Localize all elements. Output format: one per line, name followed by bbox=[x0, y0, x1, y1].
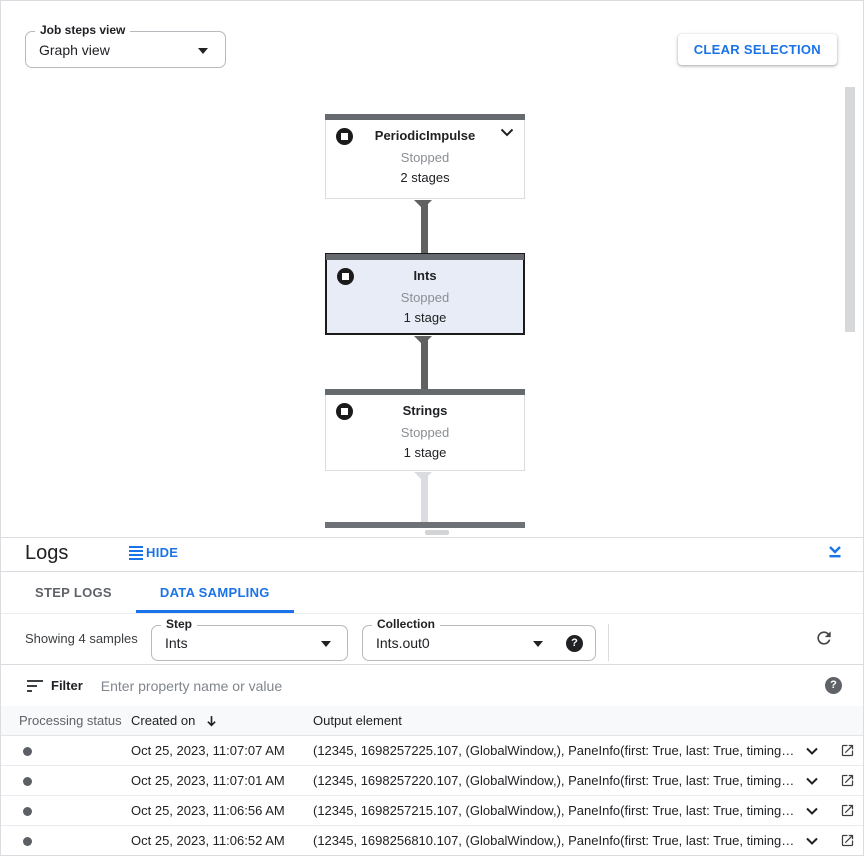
sampling-controls-row: Showing 4 samples Step Ints Collection I… bbox=[1, 614, 863, 664]
table-row[interactable]: Oct 25, 2023, 11:07:07 AM (12345, 169825… bbox=[1, 736, 863, 766]
open-in-new-icon[interactable] bbox=[840, 833, 855, 848]
node-stage-count: 2 stages bbox=[400, 170, 450, 185]
clear-selection-button[interactable]: CLEAR SELECTION bbox=[677, 34, 837, 65]
hide-label: HIDE bbox=[146, 545, 179, 560]
logs-panel: Logs HIDE STEP LOGS DATA SAMPLING Showin… bbox=[1, 537, 863, 855]
edge-periodicimpulse-to-ints bbox=[421, 201, 428, 253]
vertical-divider bbox=[608, 624, 609, 661]
output-element-cell: (12345, 1698257225.107, (GlobalWindow,),… bbox=[313, 743, 795, 758]
edge-arrowhead-icon bbox=[414, 336, 432, 345]
panel-resize-handle[interactable] bbox=[425, 530, 449, 535]
filter-input[interactable] bbox=[100, 677, 825, 694]
step-select-value: Ints bbox=[165, 635, 188, 651]
created-on-cell: Oct 25, 2023, 11:06:52 AM bbox=[131, 833, 285, 848]
job-steps-view-select[interactable]: Job steps view Graph view bbox=[25, 23, 226, 68]
node-top-bar bbox=[325, 114, 525, 120]
node-status: Stopped bbox=[400, 425, 450, 440]
dropdown-arrow-icon bbox=[321, 641, 331, 647]
open-in-new-icon[interactable] bbox=[840, 773, 855, 788]
output-element-cell: (12345, 1698257215.107, (GlobalWindow,),… bbox=[313, 803, 795, 818]
tab-data-sampling[interactable]: DATA SAMPLING bbox=[135, 572, 294, 613]
logs-panel-title: Logs bbox=[25, 542, 69, 564]
logs-tab-bar: STEP LOGS DATA SAMPLING bbox=[1, 572, 863, 614]
created-on-cell: Oct 25, 2023, 11:07:01 AM bbox=[131, 773, 285, 788]
node-title: Strings bbox=[402, 403, 448, 418]
edge-ints-to-strings bbox=[421, 337, 428, 389]
collection-select[interactable]: Collection Ints.out0 ? bbox=[362, 617, 596, 661]
stop-icon bbox=[336, 403, 353, 420]
edge-arrowhead-icon bbox=[414, 200, 432, 209]
processing-status-dot-icon bbox=[23, 837, 32, 846]
stop-icon bbox=[336, 128, 353, 145]
tab-step-logs[interactable]: STEP LOGS bbox=[35, 585, 112, 600]
stop-icon-inner bbox=[341, 408, 348, 415]
node-top-bar bbox=[326, 254, 524, 260]
refresh-icon bbox=[817, 630, 831, 645]
help-icon[interactable]: ? bbox=[825, 677, 842, 694]
expand-row-chevron-icon[interactable] bbox=[804, 743, 820, 759]
data-sampling-table: Processing status Created on Output elem… bbox=[1, 706, 863, 855]
node-status: Stopped bbox=[400, 150, 450, 165]
table-row[interactable]: Oct 25, 2023, 11:06:56 AM (12345, 169825… bbox=[1, 796, 863, 826]
chevron-down-icon[interactable] bbox=[500, 128, 514, 137]
table-row[interactable]: Oct 25, 2023, 11:06:52 AM (12345, 169825… bbox=[1, 826, 863, 855]
processing-status-dot-icon bbox=[23, 777, 32, 786]
collapse-panel-button[interactable] bbox=[825, 543, 845, 563]
graph-node-strings[interactable]: Strings Stopped 1 stage bbox=[325, 389, 525, 471]
table-header-row: Processing status Created on Output elem… bbox=[1, 706, 863, 736]
job-steps-view-label: Job steps view bbox=[35, 23, 131, 37]
column-header-processing-status: Processing status bbox=[19, 713, 122, 728]
stop-icon-inner bbox=[342, 273, 349, 280]
graph-node-ints[interactable]: Ints Stopped 1 stage bbox=[325, 253, 525, 335]
node-status: Stopped bbox=[400, 290, 450, 305]
step-select-label: Step bbox=[161, 617, 198, 631]
stop-icon bbox=[337, 268, 354, 285]
hide-list-icon bbox=[129, 545, 143, 560]
column-header-created-on[interactable]: Created on bbox=[131, 713, 218, 728]
node-stage-count: 1 stage bbox=[403, 445, 447, 460]
node-stage-count: 1 stage bbox=[403, 310, 447, 325]
partially-hidden-node-top-bar bbox=[325, 522, 525, 528]
sort-descending-icon bbox=[207, 715, 217, 726]
dropdown-arrow-icon bbox=[198, 47, 208, 54]
created-on-cell: Oct 25, 2023, 11:06:56 AM bbox=[131, 803, 285, 818]
expand-row-chevron-icon[interactable] bbox=[804, 773, 820, 789]
node-top-bar bbox=[325, 389, 525, 395]
filter-label: Filter bbox=[51, 678, 83, 693]
help-icon[interactable]: ? bbox=[566, 635, 583, 652]
output-element-cell: (12345, 1698257220.107, (GlobalWindow,),… bbox=[313, 773, 795, 788]
processing-status-dot-icon bbox=[23, 747, 32, 756]
step-select[interactable]: Step Ints bbox=[151, 617, 348, 661]
job-steps-view-value: Graph view bbox=[39, 41, 110, 58]
dropdown-arrow-icon bbox=[533, 641, 543, 647]
edge-strings-to-next bbox=[421, 473, 428, 522]
collection-select-value: Ints.out0 bbox=[376, 635, 430, 651]
created-on-cell: Oct 25, 2023, 11:07:07 AM bbox=[131, 743, 285, 758]
expand-row-chevron-icon[interactable] bbox=[804, 803, 820, 819]
open-in-new-icon[interactable] bbox=[840, 803, 855, 818]
sample-count-text: Showing 4 samples bbox=[25, 631, 138, 646]
filter-bar: Filter ? bbox=[1, 664, 863, 706]
output-element-cell: (12345, 1698256810.107, (GlobalWindow,),… bbox=[313, 833, 795, 848]
expand-row-chevron-icon[interactable] bbox=[804, 833, 820, 849]
column-header-output-element: Output element bbox=[313, 713, 402, 728]
filter-icon bbox=[27, 679, 43, 692]
node-title: PeriodicImpulse bbox=[374, 128, 476, 143]
refresh-samples-button[interactable] bbox=[811, 626, 837, 652]
hide-logs-button[interactable]: HIDE bbox=[129, 545, 178, 560]
collection-select-label: Collection bbox=[372, 617, 441, 631]
open-in-new-icon[interactable] bbox=[840, 743, 855, 758]
stop-icon-inner bbox=[341, 133, 348, 140]
graph-node-periodicimpulse[interactable]: PeriodicImpulse Stopped 2 stages bbox=[325, 114, 525, 199]
collapse-down-icon bbox=[829, 546, 841, 558]
processing-status-dot-icon bbox=[23, 807, 32, 816]
graph-vertical-scrollbar[interactable] bbox=[845, 87, 855, 332]
logs-panel-header: Logs HIDE bbox=[1, 538, 863, 572]
table-row[interactable]: Oct 25, 2023, 11:07:01 AM (12345, 169825… bbox=[1, 766, 863, 796]
node-title: Ints bbox=[413, 268, 437, 283]
